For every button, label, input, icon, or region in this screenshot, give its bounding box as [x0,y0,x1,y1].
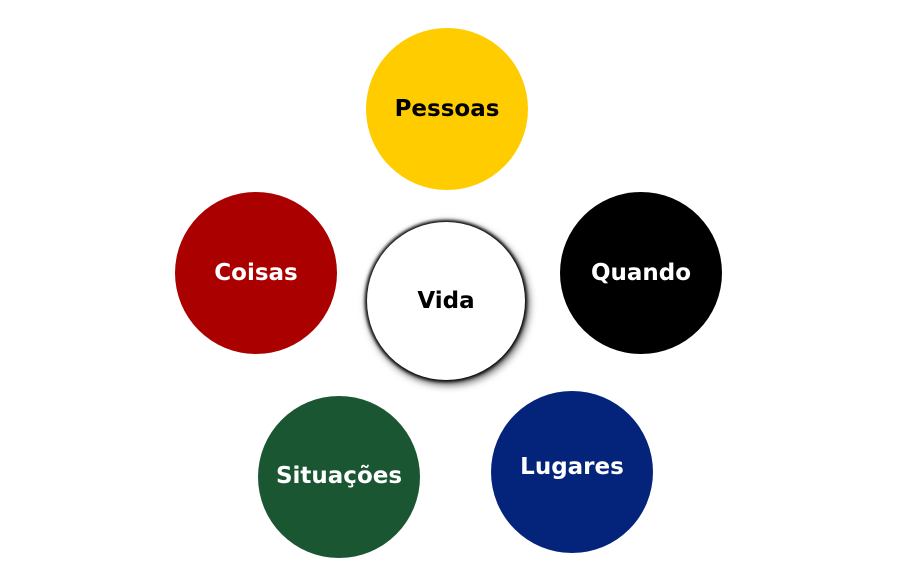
node-label: Lugares [520,454,624,480]
node-label: Coisas [214,260,298,286]
node-situacoes: Situações [258,396,420,558]
node-label: Situações [275,463,403,489]
node-label: Quando [590,260,692,286]
node-vida-center: Vida [367,222,525,380]
node-label: Pessoas [394,96,500,122]
node-pessoas: Pessoas [366,28,528,190]
node-lugares: Lugares [491,391,653,553]
node-coisas: Coisas [175,192,337,354]
node-label: Vida [417,288,475,314]
node-quando: Quando [560,192,722,354]
